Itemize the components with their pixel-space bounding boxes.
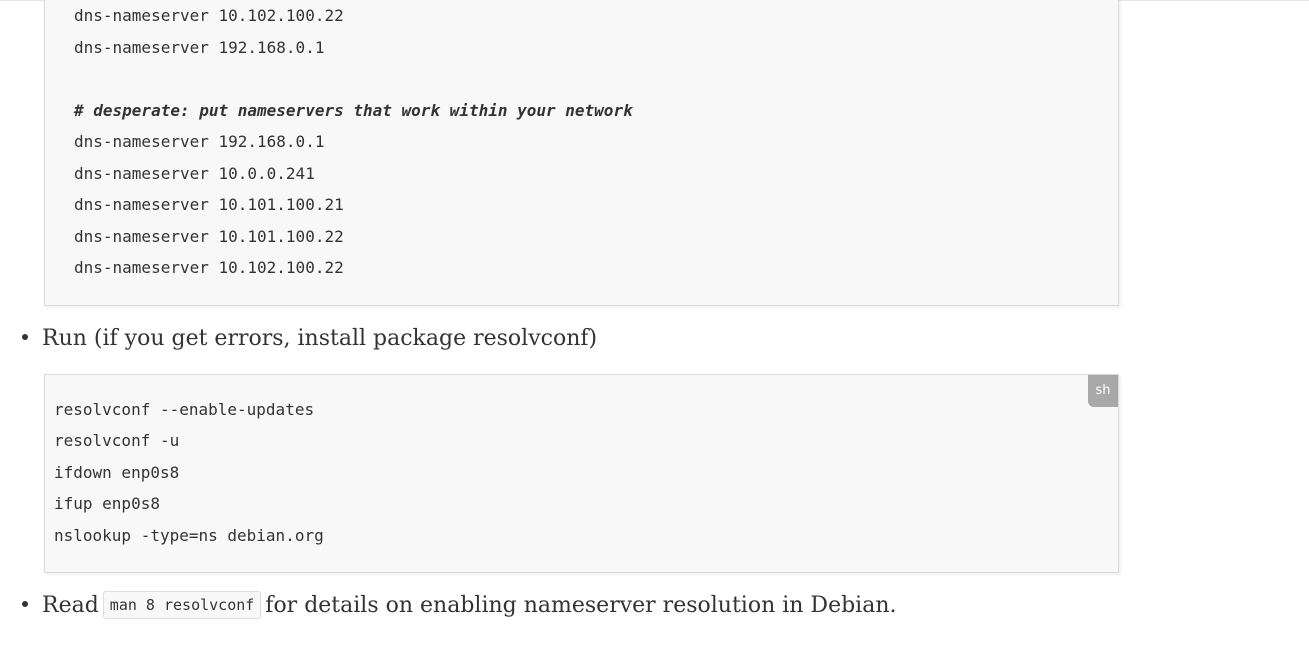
code-line: dns-nameserver 10.102.100.22 [74, 258, 344, 277]
code-line: dns-nameserver 10.102.100.22 [74, 6, 344, 25]
list-item-text: Run (if you get errors, install package … [42, 326, 598, 351]
list-item-prefix: Read [42, 593, 99, 618]
code-line: dns-nameserver 10.101.100.22 [74, 227, 344, 246]
bullet-dot [22, 601, 28, 607]
list-item-run: Run (if you get errors, install package … [22, 324, 597, 354]
bullet-dot [22, 334, 28, 340]
language-badge: sh [1088, 375, 1118, 407]
code-line: dns-nameserver 192.168.0.1 [74, 132, 325, 151]
code-line: dns-nameserver 192.168.0.1 [74, 38, 325, 57]
list-item-suffix: for details on enabling nameserver resol… [265, 593, 897, 618]
interfaces-code-block: dns-nameserver 10.102.100.22 dns-nameser… [44, 0, 1119, 306]
inline-code-man-page: man 8 resolvconf [102, 591, 262, 619]
code-line: nslookup -type=ns debian.org [54, 526, 324, 545]
code-line: resolvconf --enable-updates [54, 400, 315, 419]
code-comment-line: # desperate: put nameservers that work w… [74, 101, 633, 120]
code-line: resolvconf -u [54, 431, 180, 450]
code-line: dns-nameserver 10.0.0.241 [74, 164, 315, 183]
code-line: dns-nameserver 10.101.100.21 [74, 195, 344, 214]
code-line: ifdown enp0s8 [54, 463, 180, 482]
sh-code-block: sh resolvconf --enable-updates resolvcon… [44, 374, 1119, 573]
code-line: ifup enp0s8 [54, 494, 160, 513]
